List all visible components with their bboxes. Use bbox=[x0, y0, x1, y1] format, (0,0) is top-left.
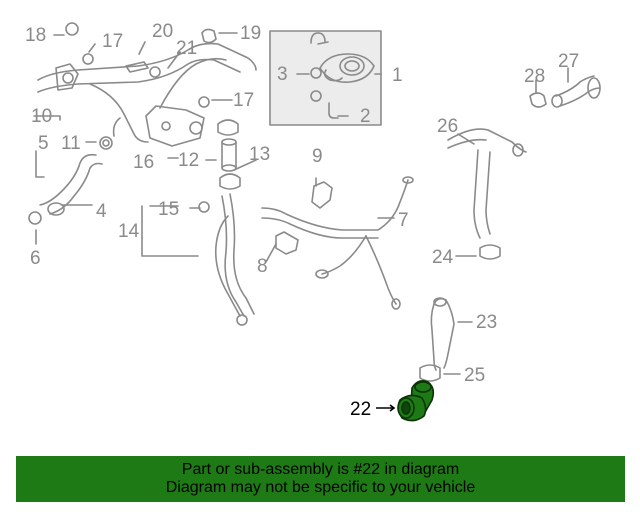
callout-3: 3 bbox=[277, 64, 288, 85]
part-23-hose bbox=[430, 297, 455, 371]
banner-line-part: Part or sub-assembly is #22 in diagram bbox=[181, 461, 460, 478]
callout-5: 5 bbox=[38, 133, 49, 154]
part-7-pipe bbox=[261, 176, 414, 310]
callout-7: 7 bbox=[398, 210, 409, 231]
small-fittings-top bbox=[65, 22, 217, 150]
part-1-hose-connector bbox=[319, 53, 375, 84]
callout-26: 26 bbox=[437, 116, 458, 137]
banner-line-disclaimer: Diagram may not be specific to your vehi… bbox=[165, 479, 476, 496]
callout-23: 23 bbox=[476, 312, 497, 333]
callout-2: 2 bbox=[360, 106, 371, 127]
part-20-clip bbox=[310, 32, 329, 45]
callout-1: 1 bbox=[392, 65, 403, 86]
callout-25: 25 bbox=[464, 365, 485, 386]
callout-15: 15 bbox=[158, 199, 179, 220]
part-27-hose bbox=[551, 75, 601, 108]
part-22-highlighted bbox=[397, 380, 435, 422]
part-9-clip bbox=[311, 181, 333, 209]
callout-27: 27 bbox=[558, 51, 579, 72]
part-13-clamps bbox=[217, 119, 241, 190]
leader-line-22 bbox=[376, 404, 396, 412]
callout-17b: 17 bbox=[233, 90, 254, 111]
callout-20: 20 bbox=[152, 21, 173, 42]
callout-17a: 17 bbox=[102, 31, 123, 52]
callout-16: 16 bbox=[133, 152, 154, 173]
callout-6: 6 bbox=[30, 248, 41, 269]
callout-4: 4 bbox=[96, 201, 107, 222]
callout-12: 12 bbox=[178, 150, 199, 171]
callout-labels: 18 17 20 19 21 1 3 2 17 10 5 11 12 13 16… bbox=[25, 21, 579, 420]
part-28-clamp bbox=[529, 92, 547, 108]
part-25-clamp bbox=[419, 364, 441, 382]
callout-18: 18 bbox=[25, 25, 46, 46]
part-8-clamp bbox=[275, 231, 299, 255]
callout-24: 24 bbox=[432, 247, 454, 268]
callout-19: 19 bbox=[240, 23, 261, 44]
part-14-pipe-assembly bbox=[198, 193, 255, 326]
part-2-clip bbox=[328, 102, 339, 119]
part-3-oring bbox=[310, 67, 322, 79]
part-info-banner: Part or sub-assembly is #22 in diagram D… bbox=[16, 456, 625, 502]
callout-14: 14 bbox=[118, 221, 140, 242]
callout-22: 22 bbox=[350, 399, 371, 420]
part-3-oring-b bbox=[310, 90, 322, 102]
callout-9: 9 bbox=[312, 146, 323, 167]
callout-11: 11 bbox=[61, 133, 81, 154]
callout-13: 13 bbox=[249, 144, 270, 165]
part-24-clamp bbox=[479, 244, 501, 260]
callout-21: 21 bbox=[176, 38, 197, 59]
part-26-pipe bbox=[447, 128, 527, 239]
callout-10: 10 bbox=[31, 106, 52, 127]
callout-28: 28 bbox=[524, 66, 545, 87]
part-10-pipe-assembly bbox=[37, 42, 257, 147]
part-4-hose bbox=[28, 150, 103, 225]
leader-lines bbox=[33, 32, 569, 375]
callout-8: 8 bbox=[257, 256, 268, 277]
